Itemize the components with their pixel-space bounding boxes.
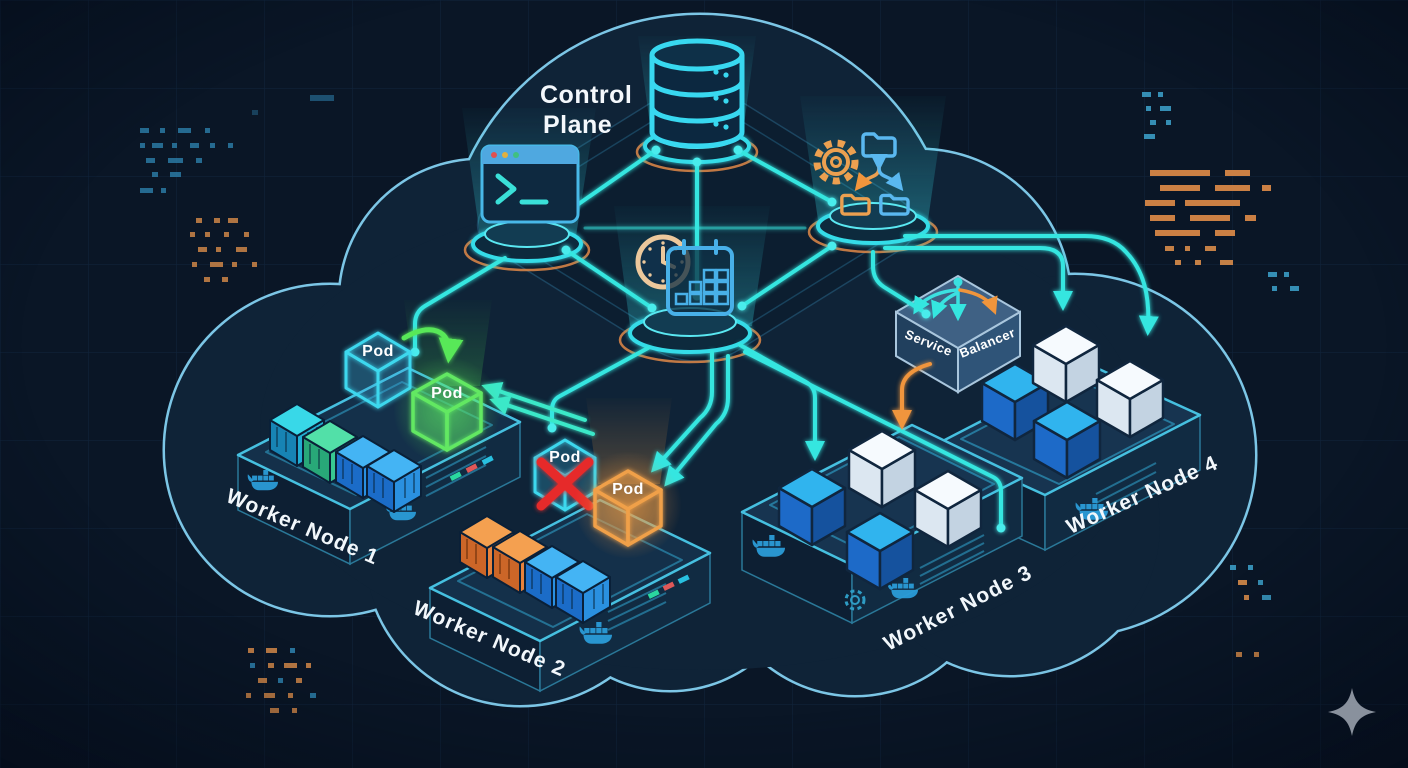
sparkle-logo-icon [1328,688,1376,736]
